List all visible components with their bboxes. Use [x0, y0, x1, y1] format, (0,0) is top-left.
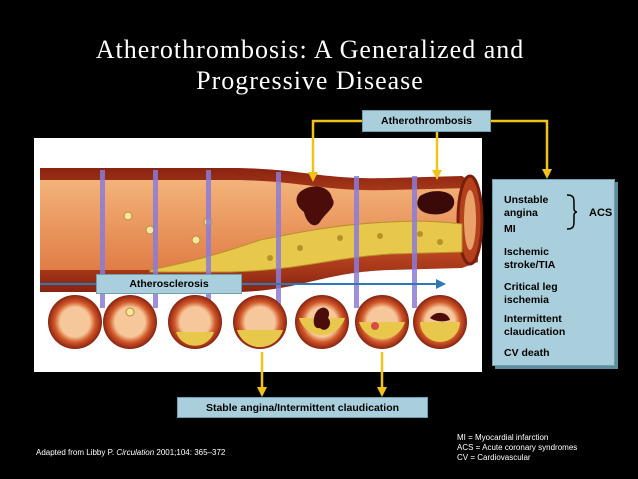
- title-line-1: Atherothrombosis: A Generalized and: [95, 35, 525, 64]
- outcome-claudication-line1: Intermittent: [504, 313, 562, 325]
- clinical-outcomes-box: Unstable angina MI ACS Ischemic stroke/T…: [492, 179, 615, 366]
- citation: Adapted from Libby P. Circulation 2001;1…: [36, 448, 225, 458]
- citation-journal: Circulation: [116, 448, 155, 457]
- outcome-unstable-line2: angina: [504, 207, 538, 219]
- outcome-mi: MI: [504, 223, 516, 235]
- stable-angina-label: Stable angina/Intermittent claudication: [177, 397, 428, 418]
- stable-connectors: [260, 352, 384, 388]
- abbrev-mi: MI = Myocardial infarction: [457, 433, 549, 442]
- atherothrombosis-label: Atherothrombosis: [362, 110, 491, 132]
- outcome-stroke-line2: stroke/TIA: [504, 259, 556, 271]
- abbreviation-legend: MI = Myocardial infarction ACS = Acute c…: [457, 433, 577, 463]
- slide-title: Atherothrombosis: A Generalized and Prog…: [0, 34, 620, 96]
- cross-sections: [48, 295, 467, 349]
- outcome-cv-death: CV death: [504, 347, 550, 359]
- citation-prefix: Adapted from Libby P.: [36, 448, 117, 457]
- outcome-stroke-line1: Ischemic: [504, 246, 549, 258]
- acs-label: ACS: [589, 207, 613, 219]
- abbrev-cv: CV = Cardiovascular: [457, 453, 531, 462]
- thrombus-2: [417, 191, 455, 215]
- acs-bracket-icon: [566, 194, 578, 230]
- outcome-claudication-line2: claudication: [504, 326, 566, 338]
- citation-suffix: 2001;104: 365–372: [154, 448, 226, 457]
- outcome-cli-line2: ischemia: [504, 294, 549, 306]
- atherosclerosis-label: Atherosclerosis: [96, 274, 242, 294]
- atherothrombosis-connectors: [311, 119, 549, 176]
- thrombus-1: [296, 186, 334, 226]
- outcome-unstable-line1: Unstable: [504, 194, 549, 206]
- outcome-cli-line1: Critical leg: [504, 281, 558, 293]
- title-line-2: Progressive Disease: [196, 66, 424, 95]
- abbrev-acs: ACS = Acute coronary syndromes: [457, 443, 578, 452]
- plaque-deposit: [149, 220, 463, 273]
